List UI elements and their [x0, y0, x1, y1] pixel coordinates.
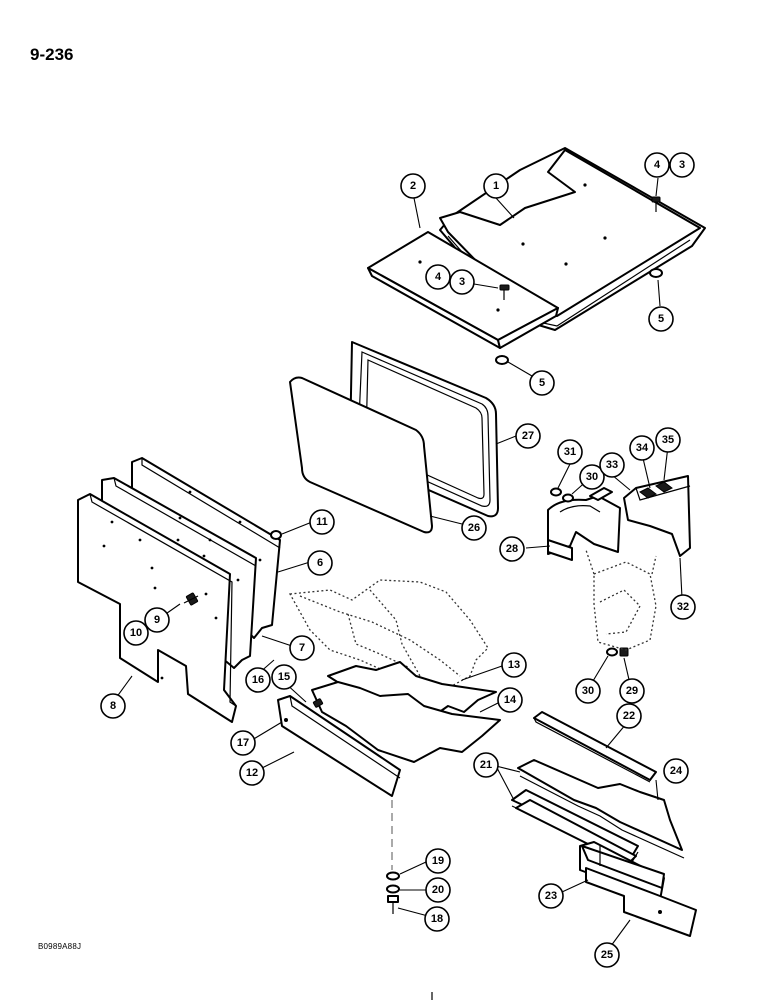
callout-3b: 3 [449, 269, 475, 295]
svg-text:33: 33 [606, 459, 618, 471]
trim-strip-24 [517, 759, 685, 859]
callout-17: 17 [230, 730, 256, 756]
svg-text:15: 15 [278, 671, 290, 683]
callout-24: 24 [663, 758, 689, 784]
leader-lines [115, 177, 683, 951]
callout-19: 19 [425, 848, 451, 874]
svg-text:8: 8 [110, 700, 116, 712]
svg-text:30: 30 [582, 685, 594, 697]
svg-text:3: 3 [459, 276, 465, 288]
callout-8: 8 [100, 693, 126, 719]
svg-text:27: 27 [522, 430, 534, 442]
trim-strip-22 [533, 711, 657, 783]
mount-bracket-28 [547, 487, 621, 561]
svg-text:9: 9 [154, 614, 160, 626]
callout-13: 13 [501, 652, 527, 678]
callout-30b: 30 [575, 678, 601, 704]
svg-text:19: 19 [432, 855, 444, 867]
svg-text:14: 14 [504, 694, 517, 706]
svg-text:12: 12 [246, 767, 258, 779]
svg-text:31: 31 [564, 446, 576, 458]
callout-3a: 3 [669, 152, 695, 178]
mount-bracket-32 [623, 475, 691, 557]
panel-bolt [183, 530, 282, 606]
svg-text:4: 4 [435, 271, 442, 283]
callout-9: 9 [144, 607, 170, 633]
hidden-bracket-outline [585, 549, 657, 651]
callout-34: 34 [629, 435, 655, 461]
svg-text:29: 29 [626, 685, 638, 697]
page-number: 9-236 [30, 45, 74, 64]
callout-31: 31 [557, 439, 583, 465]
callout-7: 7 [289, 635, 315, 661]
callout-29: 29 [619, 678, 645, 704]
callout-4b: 4 [425, 264, 451, 290]
svg-text:1: 1 [493, 180, 499, 192]
callout-28: 28 [499, 536, 525, 562]
callout-4a: 4 [644, 152, 670, 178]
svg-text:23: 23 [545, 890, 557, 902]
callout-27: 27 [515, 423, 541, 449]
svg-text:26: 26 [468, 522, 480, 534]
window-glass [289, 376, 433, 534]
svg-text:21: 21 [480, 759, 492, 771]
callout-11: 11 [309, 509, 335, 535]
svg-text:3: 3 [679, 159, 685, 171]
svg-text:5: 5 [539, 377, 545, 389]
svg-text:4: 4 [654, 159, 661, 171]
svg-text:20: 20 [432, 884, 444, 896]
callout-33: 33 [599, 452, 625, 478]
svg-text:25: 25 [601, 949, 613, 961]
svg-text:10: 10 [130, 627, 142, 639]
callout-18: 18 [424, 906, 450, 932]
svg-text:16: 16 [252, 674, 264, 686]
trim-plate-23 [579, 841, 665, 901]
svg-text:7: 7 [299, 642, 305, 654]
svg-text:30: 30 [586, 471, 598, 483]
callout-16: 16 [245, 667, 271, 693]
callout-25: 25 [594, 942, 620, 968]
callout-15: 15 [271, 664, 297, 690]
svg-text:34: 34 [636, 442, 649, 454]
bracket-12 [277, 695, 401, 797]
svg-text:18: 18 [431, 913, 443, 925]
bracket-hardware [550, 487, 629, 657]
callout-5b: 5 [529, 370, 555, 396]
floor-mat-14 [311, 681, 501, 763]
callout-2: 2 [400, 173, 426, 199]
svg-text:6: 6 [317, 557, 323, 569]
svg-text:32: 32 [677, 601, 689, 613]
callouts: 1 2 4 3 4 3 5 5 27 26 11 6 9 10 7 8 16 1… [100, 152, 696, 968]
svg-text:17: 17 [237, 737, 249, 749]
callout-32: 32 [670, 594, 696, 620]
callout-20: 20 [425, 877, 451, 903]
callout-1: 1 [483, 173, 509, 199]
svg-text:24: 24 [670, 765, 683, 777]
lower-hardware [386, 871, 400, 914]
callout-12: 12 [239, 760, 265, 786]
svg-text:13: 13 [508, 659, 520, 671]
callout-22: 22 [616, 703, 642, 729]
callout-21: 21 [473, 752, 499, 778]
svg-text:28: 28 [506, 543, 518, 555]
svg-text:35: 35 [662, 434, 674, 446]
svg-text:11: 11 [316, 516, 328, 528]
callout-5a: 5 [648, 306, 674, 332]
callout-30a: 30 [579, 464, 605, 490]
roof-bolts [495, 196, 663, 365]
callout-26: 26 [461, 515, 487, 541]
svg-text:5: 5 [658, 313, 664, 325]
callout-35: 35 [655, 427, 681, 453]
callout-23: 23 [538, 883, 564, 909]
seat-outline-dotted [288, 579, 489, 697]
callout-6: 6 [307, 550, 333, 576]
callout-10: 10 [123, 620, 149, 646]
drawing-code: B0989A88J [38, 942, 82, 951]
trim-plate-25 [585, 867, 697, 937]
svg-text:2: 2 [410, 180, 416, 192]
svg-text:22: 22 [623, 710, 635, 722]
callout-14: 14 [497, 687, 523, 713]
